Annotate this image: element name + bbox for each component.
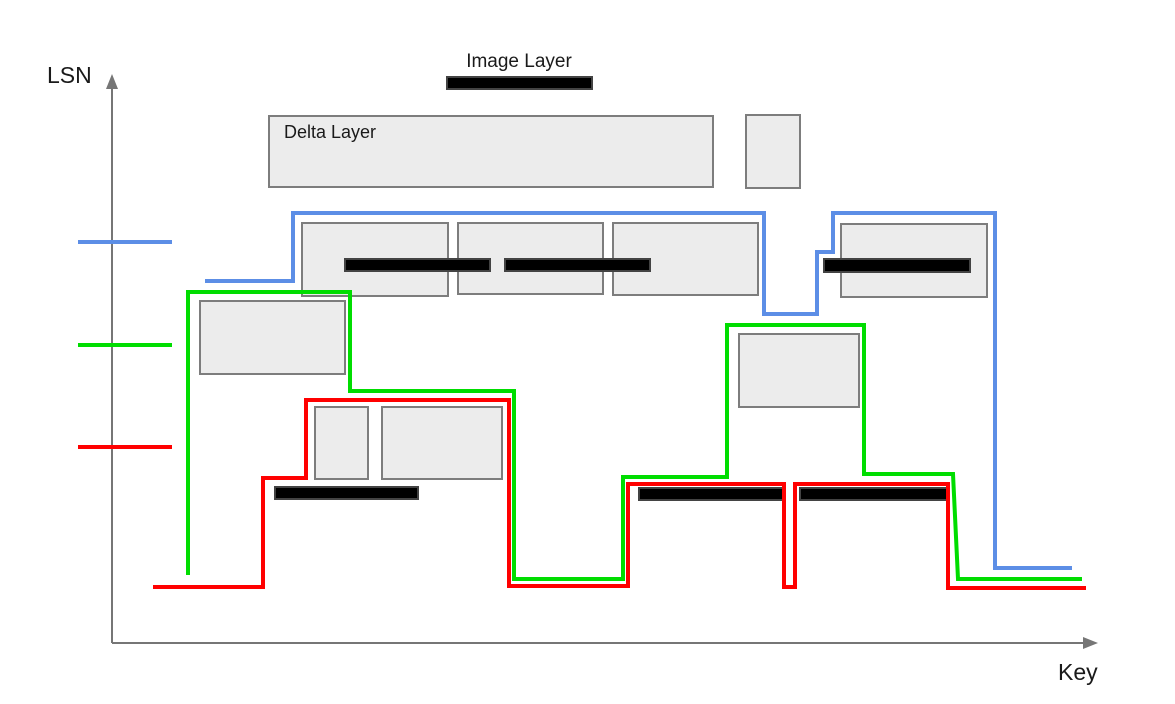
delta-layer-box bbox=[381, 406, 503, 480]
green-lsn-line bbox=[186, 290, 1082, 581]
image-layer-bar bbox=[274, 486, 419, 500]
delta-layer-box bbox=[738, 333, 860, 408]
image-layer-bar bbox=[446, 76, 593, 90]
image-layer-bar bbox=[823, 258, 971, 273]
image-layer-bar bbox=[344, 258, 491, 272]
image-layer-bar bbox=[638, 487, 784, 501]
red-lsn-line bbox=[153, 398, 1086, 590]
lsn-axis-arrow-icon bbox=[106, 74, 118, 89]
blue-lsn-line bbox=[205, 211, 1072, 570]
delta-layer-box bbox=[314, 406, 369, 480]
delta-layer-box bbox=[745, 114, 801, 189]
delta-layer-box bbox=[268, 115, 714, 188]
delta-layer-label: Delta Layer bbox=[284, 122, 377, 142]
image-layer-label: Image Layer bbox=[466, 51, 572, 72]
key-axis-arrow-icon bbox=[1083, 637, 1098, 649]
lsn-axis-label: LSN bbox=[47, 62, 92, 88]
image-layer-bar bbox=[799, 487, 948, 501]
delta-layer-box bbox=[199, 300, 346, 375]
key-axis-label: Key bbox=[1058, 659, 1098, 685]
image-layer-bar bbox=[504, 258, 651, 272]
